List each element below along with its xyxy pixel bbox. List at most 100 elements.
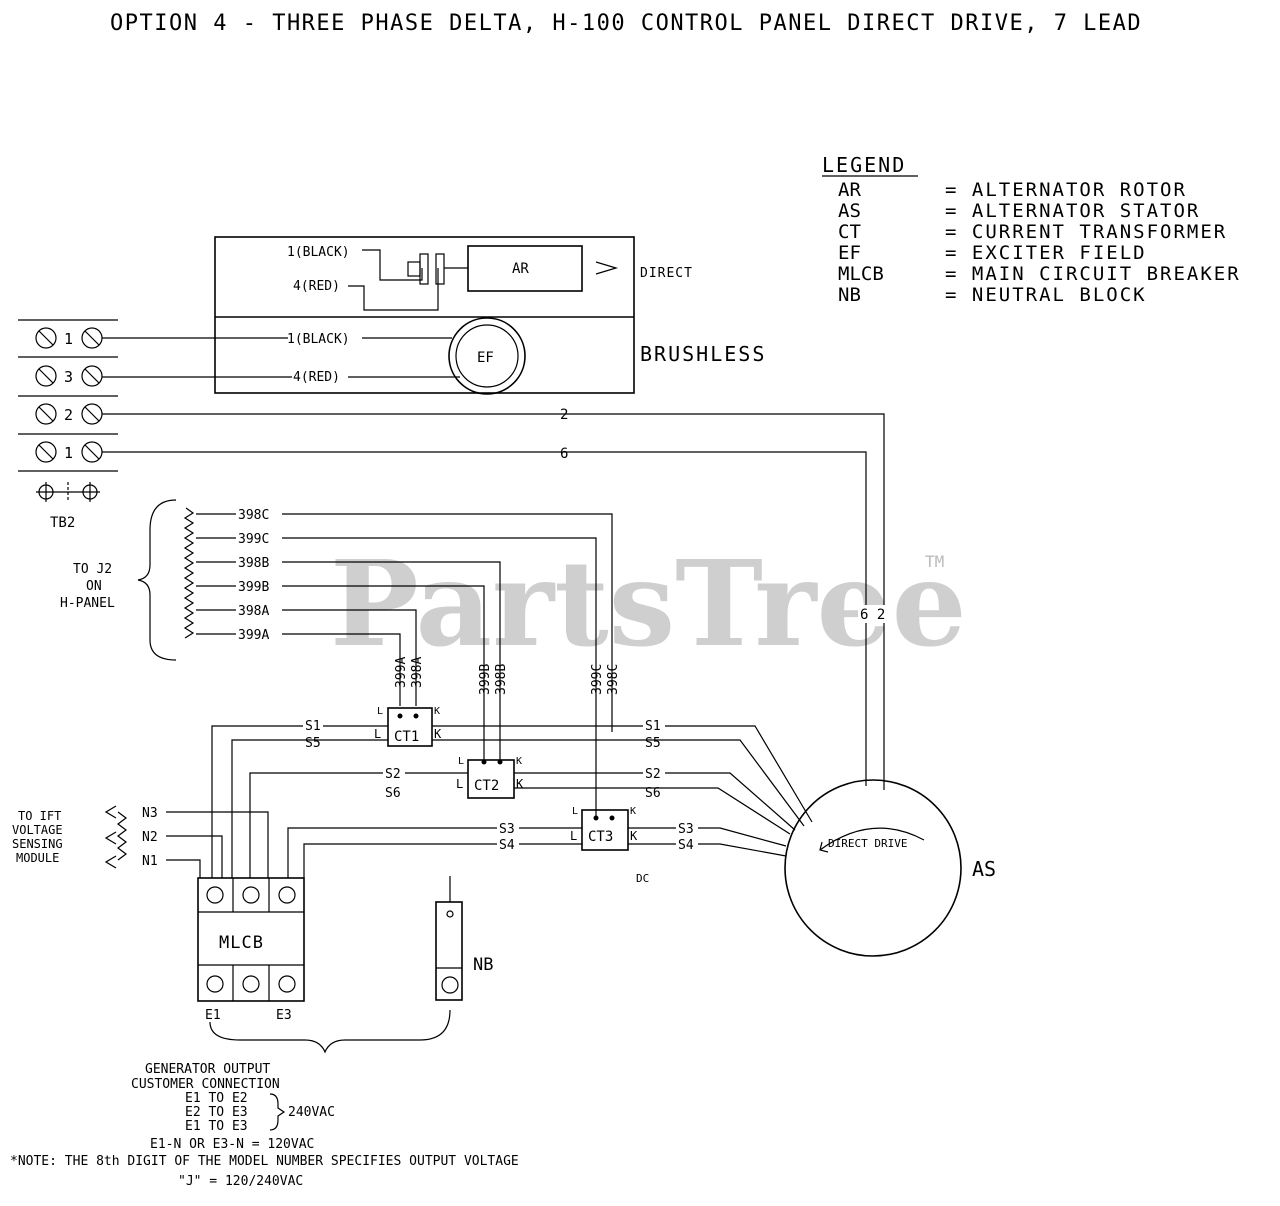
brushless-label: BRUSHLESS: [640, 342, 766, 366]
s-lead-label: S4: [678, 838, 694, 853]
legend-desc: = ALTERNATOR ROTOR: [945, 179, 1187, 201]
ct2-lead-label: 399B: [478, 664, 493, 695]
ct3-lead-label: 398C: [606, 664, 621, 695]
lead-4-red-label: 4(RED): [293, 279, 340, 294]
e1-label: E1: [205, 1008, 221, 1023]
voltage-sensing-connector: TO IFT VOLTAGE SENSING MODULE N3 N2 N1: [12, 805, 269, 878]
output-line: CUSTOMER CONNECTION: [131, 1077, 280, 1092]
legend: LEGEND AR = ALTERNATOR ROTOR AS = ALTERN…: [822, 153, 1241, 306]
neutral-block: NB: [435, 876, 493, 1001]
ct3-lead-label: 399C: [590, 664, 605, 695]
j2-lead-label: 398B: [238, 556, 269, 571]
j2-lead-label: 399A: [238, 628, 269, 643]
current-transformer-1: CT1 L K L K: [374, 706, 442, 747]
main-circuit-breaker: MLCB E1 E3: [197, 877, 305, 1023]
s-lead-label: S2: [645, 767, 661, 782]
ct-l-label: L: [377, 706, 383, 717]
tb2-terminal-block: 1 3 2 1 TB2: [18, 319, 118, 531]
diagram-title: OPTION 4 - THREE PHASE DELTA, H-100 CONT…: [110, 11, 1142, 36]
s-lead-label: S1: [645, 719, 661, 734]
legend-desc: = CURRENT TRANSFORMER: [945, 221, 1227, 243]
ar-label: AR: [512, 261, 529, 277]
output-line: E1 TO E3: [185, 1119, 248, 1134]
output-voltage: 240VAC: [288, 1105, 335, 1120]
ct1-lead-label: 399A: [394, 657, 409, 688]
dc-label: DC: [636, 872, 649, 885]
ct2-label: CT2: [474, 778, 499, 794]
output-neutral-line: E1-N OR E3-N = 120VAC: [150, 1137, 314, 1152]
ct-l-label: L: [458, 756, 464, 767]
wire-6-label: 6: [560, 446, 568, 462]
s-lead-label: S3: [499, 822, 515, 837]
ct-k-label: K: [630, 829, 638, 843]
watermark: PartsTree: [330, 534, 967, 673]
s-lead-label: S1: [305, 719, 321, 734]
ct-l-label: L: [570, 829, 577, 843]
output-note: *NOTE: THE 8th DIGIT OF THE MODEL NUMBER…: [10, 1154, 519, 1169]
legend-desc: = NEUTRAL BLOCK: [945, 284, 1147, 306]
j2-label-line: TO J2: [73, 562, 112, 577]
sensing-label-line: SENSING: [12, 837, 63, 851]
n-lead-label: N3: [142, 806, 158, 821]
j2-label-line: ON: [86, 579, 102, 594]
output-line: E1 TO E2: [185, 1091, 248, 1106]
tb2-label: TB2: [50, 515, 75, 531]
watermark-tm: TM: [925, 552, 944, 571]
tb2-terminal-number: 1: [64, 444, 73, 462]
legend-abbr: MLCB: [838, 263, 884, 285]
legend-abbr: CT: [838, 221, 861, 243]
sensing-label-line: MODULE: [16, 851, 59, 865]
ct-k-label: K: [434, 706, 440, 717]
legend-desc: = EXCITER FIELD: [945, 242, 1147, 264]
sensing-label-line: TO IFT: [18, 809, 61, 823]
ct-l-label: L: [456, 777, 463, 791]
j2-lead-label: 399C: [238, 532, 269, 547]
ct3-label: CT3: [588, 829, 613, 845]
ct-l-label: L: [572, 806, 578, 817]
legend-heading: LEGEND: [822, 153, 906, 177]
output-line: GENERATOR OUTPUT: [145, 1062, 270, 1077]
ct-k-label: K: [516, 777, 524, 791]
lead-1-black-label: 1(BLACK): [287, 245, 350, 260]
ct-k-label: K: [630, 806, 636, 817]
ct-l-label: L: [374, 727, 381, 741]
legend-abbr: NB: [838, 284, 861, 306]
j2-lead-label: 398A: [238, 604, 269, 619]
ct1-label: CT1: [394, 729, 419, 745]
n-lead-label: N2: [142, 830, 158, 845]
ef-label: EF: [477, 350, 494, 366]
exciter-field: [448, 317, 526, 395]
j2-lead-label: 398C: [238, 508, 269, 523]
output-notes: GENERATOR OUTPUT CUSTOMER CONNECTION E1 …: [10, 1062, 519, 1189]
nb-label: NB: [473, 955, 493, 975]
s-lead-label: S4: [499, 838, 515, 853]
s-lead-label: S6: [645, 786, 661, 801]
j2-lead-label: 399B: [238, 580, 269, 595]
wire-2-label: 2: [560, 407, 568, 423]
alternator-stator: DIRECT DRIVE AS: [784, 779, 996, 957]
mlcb-label: MLCB: [219, 933, 264, 953]
n-lead-label: N1: [142, 854, 158, 869]
output-note-voltage: "J" = 120/240VAC: [178, 1174, 303, 1189]
s-lead-label: S2: [385, 767, 401, 782]
tb2-terminal-number: 3: [64, 368, 73, 386]
ct1-lead-label: 398A: [410, 657, 425, 688]
rotor-box: 1(BLACK) 4(RED) AR DIRECT 1(BLACK) 4(RED…: [214, 236, 766, 395]
ct-k-label: K: [516, 756, 522, 767]
s-lead-label: S5: [305, 736, 321, 751]
sensing-label-line: VOLTAGE: [12, 823, 63, 837]
legend-abbr: AS: [838, 200, 861, 222]
e3-label: E3: [276, 1008, 292, 1023]
current-transformer-2: CT2 L K L K: [456, 756, 524, 799]
as-label: AS: [972, 857, 996, 881]
ct2-lead-label: 398B: [494, 664, 509, 695]
alternator-rotor: [467, 245, 583, 292]
ct-k-label: K: [434, 727, 442, 741]
current-transformer-3: CT3 L K L K: [570, 806, 638, 851]
legend-desc: = MAIN CIRCUIT BREAKER: [945, 263, 1241, 285]
s-lead-label: S5: [645, 736, 661, 751]
direct-label: DIRECT: [640, 266, 693, 281]
lead-1-black-label: 1(BLACK): [287, 332, 350, 347]
s-lead-label: S6: [385, 786, 401, 801]
